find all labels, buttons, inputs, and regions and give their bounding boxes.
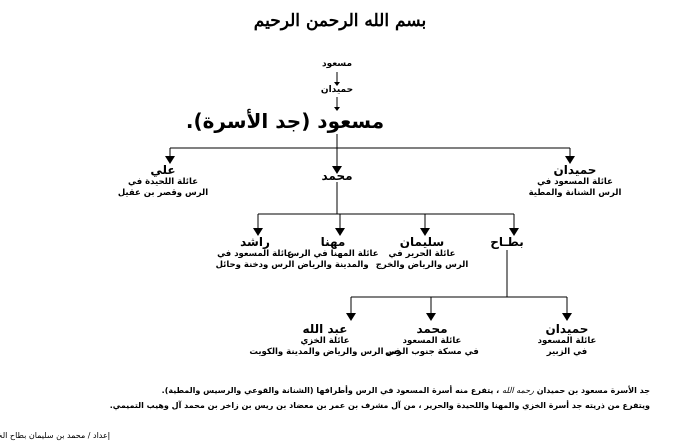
- node-desc-line2: الرس ودخنة وحائل: [215, 260, 295, 270]
- node-name: محمد: [416, 322, 448, 336]
- node-mohanna: مهنا عائلة المهنا في الرس والمدينة والري…: [287, 236, 378, 271]
- node-desc-line1: عائلة المسعود: [402, 336, 462, 346]
- node-ali: علي عائلة اللحيدة في الرس وقصر بن عقيل: [118, 164, 208, 199]
- node-desc-line1: عائلة اللحيدة في: [128, 177, 198, 187]
- footer-line1: جد الأسرة مسعود بن حميدان رحمه الله ، يت…: [162, 385, 650, 396]
- node-rashid: راشد عائلة المسعود في الرس ودخنة وحائل: [216, 236, 295, 271]
- arrowhead: [426, 313, 436, 321]
- ancestor-hamidan: حميدان: [320, 85, 354, 95]
- arrowhead: [165, 156, 175, 164]
- node-name: حميدان: [545, 322, 589, 336]
- basmala: بسم الله الرحمن الرحيم: [253, 11, 427, 31]
- node-mohammed-2: محمد عائلة المسعود في مسكة جنوب الرس: [385, 323, 479, 358]
- node-desc-line2: في مسكة جنوب الرس: [385, 347, 479, 357]
- node-abdullah: عبد الله عائلة الخزي في الرس والرياض وال…: [249, 323, 400, 358]
- node-name: محمد: [321, 169, 353, 183]
- arrowhead: [253, 228, 263, 236]
- node-sulaiman: سليمان عائلة الحرير في الرس والرياض والخ…: [376, 236, 468, 271]
- node-desc-line2: الرس الشنانة والمطية: [528, 188, 622, 198]
- founder-title: مسعود (جد الأسرة).: [185, 109, 385, 133]
- ancestor-masoud: مسعود: [321, 59, 353, 69]
- arrowhead: [335, 228, 345, 236]
- node-desc-line2: الرس والرياض والخرج: [375, 260, 469, 270]
- honorific: رحمه الله: [502, 386, 534, 395]
- node-desc-line1: عائلة المهنا في الرس: [287, 249, 379, 259]
- node-name: حميدان: [553, 163, 597, 177]
- node-battah: بطـاح: [490, 236, 523, 249]
- arrowhead: [332, 166, 342, 174]
- arrowhead: [346, 313, 356, 321]
- arrowhead: [334, 107, 340, 111]
- node-name: علي: [150, 163, 176, 177]
- node-name: عبد الله: [302, 322, 348, 336]
- node-desc-line2: والمدينة والرياض: [297, 260, 369, 270]
- node-mohammed: محمد: [321, 170, 352, 183]
- node-desc-line2: في الرس والرياض والمدينة والكويت: [249, 347, 401, 357]
- footer-line1-b: ، يتفرع منه أسرة المسعود في الرس وأطرافه…: [161, 386, 500, 395]
- node-hamidan-2: حميدان عائلة المسعود في الزبير: [538, 323, 597, 358]
- node-desc-line1: عائلة المسعود في: [217, 249, 293, 259]
- node-desc-line2: في الزبير: [546, 347, 588, 357]
- arrowhead: [334, 82, 340, 86]
- node-desc-line2: الرس وقصر بن عقيل: [117, 188, 209, 198]
- node-name: راشد: [240, 235, 270, 249]
- arrowhead: [565, 156, 575, 164]
- node-desc-line1: عائلة المسعود في: [537, 177, 613, 187]
- node-desc-line1: عائلة المسعود: [537, 336, 597, 346]
- node-name: سليمان: [399, 235, 445, 249]
- node-desc-line1: عائلة الخزي: [300, 336, 350, 346]
- footer-line1-a: جد الأسرة مسعود بن حميدان: [536, 386, 650, 395]
- arrowhead: [509, 228, 519, 236]
- footer-credit: إعداد / محمد بن سليمان بطاح الخزي: [0, 431, 110, 440]
- node-name: مهنا: [320, 235, 346, 249]
- node-hamidan: حميدان عائلة المسعود في الرس الشنانة وال…: [529, 164, 622, 199]
- arrowhead: [420, 228, 430, 236]
- node-name: بطـاح: [490, 235, 524, 249]
- node-desc-line1: عائلة الحرير في: [388, 249, 456, 259]
- footer-line2: ويتفرع من ذريته جد أسرة الخزي والمهنا وا…: [109, 401, 650, 410]
- arrowhead: [562, 313, 572, 321]
